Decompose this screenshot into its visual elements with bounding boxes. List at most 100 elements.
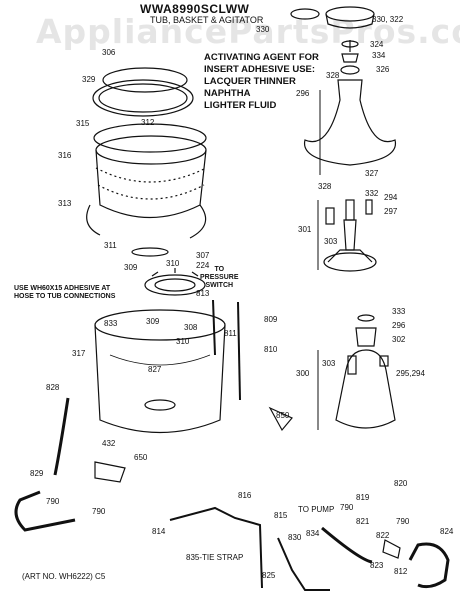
callout-297: 297 [384,207,398,216]
note-line: HOSE TO TUB CONNECTIONS [14,293,116,300]
hose-816 [169,506,263,589]
note-line: TO [214,266,225,273]
basket-rim [95,135,207,165]
tube-811 [212,299,216,356]
callout-822: 822 [376,531,390,540]
callout-layer: 330 330, 322 324 334 326 328 296 306 329… [30,15,454,580]
note-line: SWITCH [205,282,234,289]
callout-816: 816 [238,491,252,500]
callout-333: 333 [392,307,406,316]
callout-300: 300 [296,369,310,378]
cam [325,207,335,225]
callout-294: 294 [384,193,398,202]
callout-790c: 790 [340,503,354,512]
callout-830: 830 [288,533,302,542]
callout-815: 815 [274,511,288,520]
callout-328b: 328 [318,182,332,191]
callout-790b: 790 [92,507,106,516]
callout-332: 332 [365,189,379,198]
diagram-subtitle: TUB, BASKET & AGITATOR [150,15,264,25]
callout-812: 812 [394,567,408,576]
to-pump-label: TO PUMP [298,505,334,514]
pump-650 [94,461,126,483]
spring [365,199,373,215]
tub-317 [94,324,226,434]
callout-309b: 309 [146,317,160,326]
agitator-top-296 [355,327,377,347]
callout-827: 827 [148,365,162,374]
agitator-cap [325,6,375,22]
callout-821: 821 [356,517,370,526]
note-line: LACQUER THINNER [204,76,296,87]
callout-810: 810 [264,345,278,354]
callout-296b: 296 [392,321,406,330]
callout-328: 328 [326,71,340,80]
art-number: (ART NO. WH6222) C5 [22,572,106,581]
callout-809: 809 [264,315,278,324]
adhesive-note: USE WH60X15 ADHESIVE AT HOSE TO TUB CONN… [14,285,115,301]
callout-334: 334 [372,51,386,60]
activating-agent-note: ACTIVATING AGENT FOR INSERT ADHESIVE USE… [204,52,344,112]
model-number: WWA8990SCLWW [140,2,250,16]
oring-333 [357,314,375,322]
callout-307: 307 [196,251,210,260]
callout-825: 825 [262,571,276,580]
agitator-shaft [343,219,357,251]
callout-833: 833 [104,319,118,328]
agitator-post [345,199,355,221]
tub-gasket-313 [86,204,101,236]
agitator-cap-body [325,13,375,29]
callout-823: 823 [370,561,384,570]
agitator-upper [303,79,397,166]
callout-302: 302 [392,335,406,344]
tub-cover-306 [102,67,188,93]
callout-224: 224 [196,261,210,270]
tub-ridge [109,354,211,366]
callout-303b: 303 [322,359,336,368]
basket-perforation [95,167,207,183]
callout-814: 814 [152,527,166,536]
agitator-assembly [335,349,396,429]
note-line: INSERT ADHESIVE USE: [204,64,316,75]
washer [340,65,360,75]
callout-330: 330 [256,25,270,34]
callout-813: 813 [196,289,210,298]
fabric-softener-cap [290,8,320,20]
callout-828: 828 [46,383,60,392]
note-line: LIGHTER FLUID [204,100,277,111]
agitator-dog [341,53,359,63]
tube-810 [237,301,241,401]
callout-329: 329 [82,75,96,84]
cam-303 [347,355,357,375]
note-line: ACTIVATING AGENT FOR [204,52,319,63]
callout-315: 315 [76,119,90,128]
callout-326: 326 [376,65,390,74]
tub-drain [144,399,176,411]
callout-820: 820 [394,479,408,488]
callout-306: 306 [102,48,116,57]
callout-310b: 310 [176,337,190,346]
callout-432: 432 [102,439,116,448]
callout-322: 330, 322 [372,15,404,24]
callout-811: 811 [224,329,237,338]
tub-ring-inner [98,83,188,113]
hub-inner [154,278,196,292]
callout-311: 311 [104,241,117,250]
tie-strap-label: 835-TIE STRAP [186,553,243,562]
pump-822 [382,539,401,559]
callout-310: 310 [166,259,180,268]
callout-312: 312 [141,118,155,127]
callout-790d: 790 [396,517,410,526]
callout-301: 301 [298,225,312,234]
callout-650: 650 [134,453,148,462]
clip-295 [379,355,389,367]
callout-313: 313 [58,199,72,208]
hose-824 [408,542,450,589]
tub-ring-329 [92,79,194,117]
callout-317: 317 [72,349,86,358]
note-line: NAPHTHA [204,88,251,99]
basket-316 [95,149,207,218]
balance-ring-315 [93,123,207,153]
basket-perforation [97,184,205,200]
